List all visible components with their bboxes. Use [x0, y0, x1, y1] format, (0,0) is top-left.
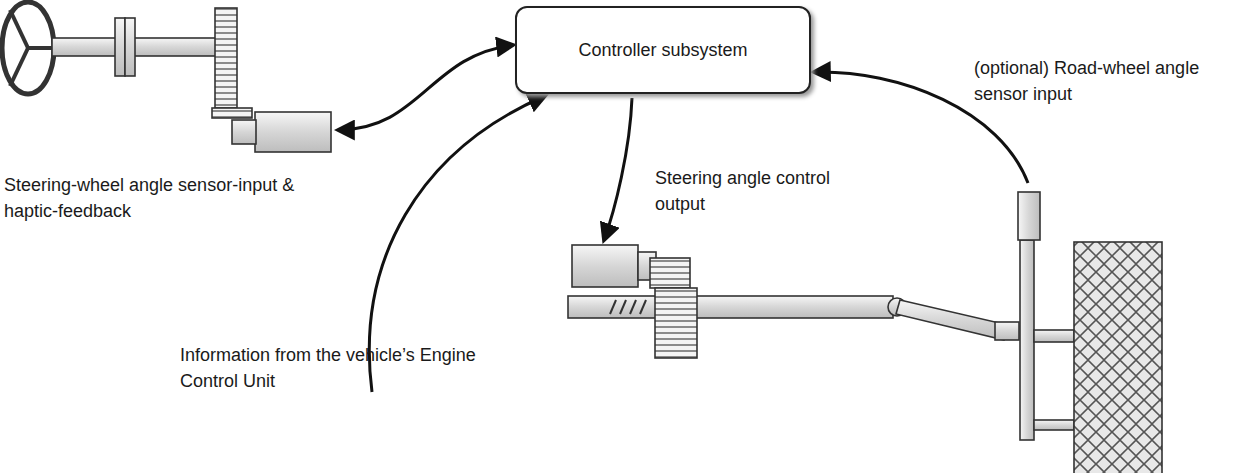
callout-label: Information from the vehicle’s Engine Co…: [180, 342, 480, 394]
callout-label: (optional) Road-wheel angle sensor input: [974, 55, 1234, 107]
callout-label: Steering angle control output: [655, 165, 855, 217]
callout-label: Steering-wheel angle sensor-input & hapt…: [4, 172, 334, 224]
box-text: Controller subsystem: [578, 38, 747, 62]
controller-box: Controller subsystem: [515, 6, 811, 94]
